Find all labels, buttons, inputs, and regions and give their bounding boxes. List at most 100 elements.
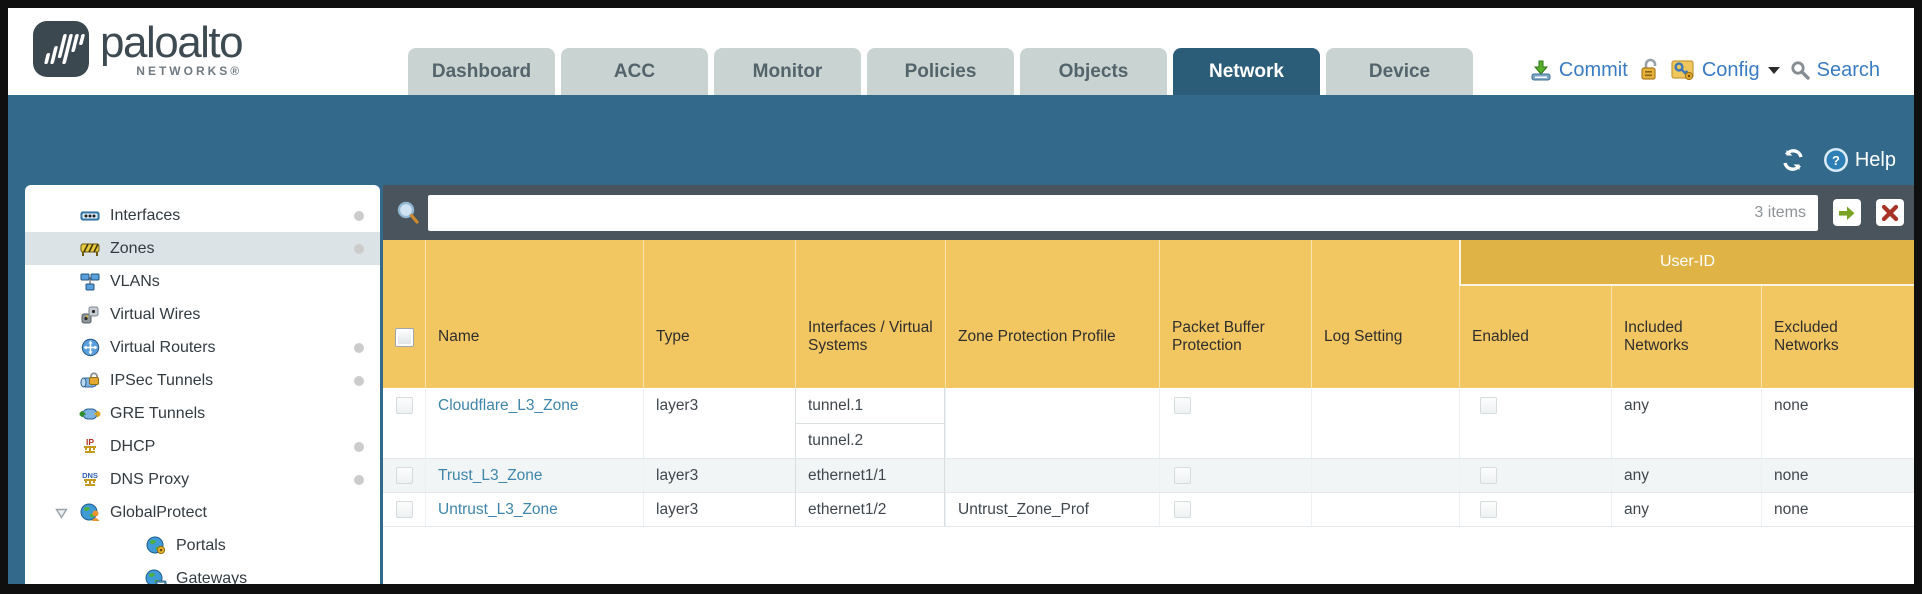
status-dot [354,343,364,353]
commit-icon [1531,60,1551,81]
items-count: 3 items [1754,203,1806,221]
sidebar-item-label: Zones [110,239,155,257]
user-id-enabled-checkbox[interactable] [1480,467,1497,484]
tab-dashboard[interactable]: Dashboard [408,48,555,95]
interface-entry: tunnel.1 [808,396,864,414]
apply-filter-button[interactable] [1833,199,1861,226]
sidebar-item-portals[interactable]: Portals [25,529,380,562]
interface-entry: tunnel.2 [796,423,944,458]
zone-type-cell: layer3 [643,388,795,458]
expand-triangle-icon[interactable] [55,506,68,524]
zones-table-body: Cloudflare_L3_Zone layer3 tunnel.1 tunnel.2… [383,388,1914,527]
interface-entry: ethernet1/2 [808,500,887,518]
tab-policies[interactable]: Policies [867,48,1014,95]
zone-name-cell: Trust_L3_Zone [425,459,643,492]
sidebar-item-label: Portals [176,536,226,554]
zone-name-cell: Untrust_L3_Zone [425,493,643,526]
commit-button[interactable]: Commit [1529,58,1628,82]
zone-protection-profile-cell [945,388,1159,458]
sidebar-item-virtual-routers[interactable]: Virtual Routers [25,331,380,364]
packet-buffer-protection-cell [1159,493,1311,526]
sidebar-item-virtual-wires[interactable]: Virtual Wires [25,298,380,331]
filter-toolbar: 3 items [383,185,1914,240]
clear-filter-button[interactable] [1876,199,1904,226]
filter-input-box: 3 items [428,194,1818,231]
lock-icon[interactable] [1637,58,1661,82]
go-arrow-icon [1839,206,1855,220]
user-id-enabled-checkbox[interactable] [1480,501,1497,518]
svg-text:DNS: DNS [82,471,98,480]
logo-wordmark: paloalto [100,18,244,67]
status-dot [354,244,364,254]
search-button[interactable]: Search [1789,59,1880,82]
log-setting-cell [1311,388,1459,458]
sidebar-item-interfaces[interactable]: Interfaces [25,199,380,232]
vlans-icon [79,272,101,292]
sidebar-item-gateways[interactable]: Gateways [25,562,380,584]
sidebar-item-vlans[interactable]: VLANs [25,265,380,298]
user-id-enabled-checkbox[interactable] [1480,397,1497,414]
help-button[interactable]: ? Help [1823,147,1896,173]
column-header-interfaces[interactable]: Interfaces / Virtual Systems [795,240,945,388]
column-header-name[interactable]: Name [425,240,643,388]
zone-name-link[interactable]: Untrust_L3_Zone [438,500,558,518]
select-all-checkbox[interactable] [394,327,414,347]
column-header-zone-protection-profile[interactable]: Zone Protection Profile [945,240,1159,388]
sidebar-item-ipsec-tunnels[interactable]: IPSec Tunnels [25,364,380,397]
sidebar-item-globalprotect[interactable]: GlobalProtect [25,496,380,529]
sidebar-item-gre-tunnels[interactable]: GRE Tunnels [25,397,380,430]
packet-buffer-checkbox[interactable] [1174,501,1191,518]
search-icon [1791,61,1810,80]
packet-buffer-checkbox[interactable] [1174,397,1191,414]
sidebar-item-label: Gateways [176,569,248,585]
utility-links: Commit Config [1529,58,1880,82]
row-checkbox[interactable] [395,501,413,518]
column-header-enabled[interactable]: Enabled [1459,286,1611,388]
row-checkbox[interactable] [395,467,413,484]
user-id-enabled-cell [1459,459,1611,492]
zone-name-link[interactable]: Cloudflare_L3_Zone [438,397,579,414]
log-setting-cell [1311,459,1459,492]
column-header-packet-buffer-protection[interactable]: Packet Buffer Protection [1159,240,1311,388]
clear-x-icon [1881,204,1899,221]
main-panel: 3 items User-ID [383,185,1914,584]
portals-icon [145,536,167,556]
row-checkbox[interactable] [395,397,413,414]
sidebar-item-zones[interactable]: Zones [25,232,380,265]
svg-text:?: ? [1832,153,1840,168]
excluded-networks-cell: none [1761,388,1914,458]
zone-name-link[interactable]: Trust_L3_Zone [438,466,543,484]
config-menu[interactable]: Config [1670,58,1780,82]
column-header-log-setting[interactable]: Log Setting [1311,240,1459,388]
tab-objects[interactable]: Objects [1020,48,1167,95]
column-header-type[interactable]: Type [643,240,795,388]
filter-input[interactable] [440,202,1755,223]
status-dot [354,442,364,452]
virtual-wires-icon [79,305,101,325]
tab-device[interactable]: Device [1326,48,1473,95]
zone-protection-profile-cell [945,459,1159,492]
packet-buffer-protection-cell [1159,459,1311,492]
tab-monitor[interactable]: Monitor [714,48,861,95]
tab-network[interactable]: Network [1173,48,1320,95]
sidebar-item-label: GRE Tunnels [110,404,206,422]
status-dot [354,475,364,485]
user-id-enabled-cell [1459,388,1611,458]
tab-acc[interactable]: ACC [561,48,708,95]
packet-buffer-checkbox[interactable] [1174,467,1191,484]
row-select-cell [383,459,425,492]
interface-entry: ethernet1/1 [808,466,887,484]
paloalto-logo: paloalto NETWORKS® [32,18,244,78]
refresh-icon[interactable] [1779,147,1807,173]
column-header-excluded-networks[interactable]: Excluded Networks [1761,286,1914,388]
ipsec-tunnels-icon [79,371,101,391]
column-header-included-networks[interactable]: Included Networks [1611,286,1761,388]
column-header-select[interactable] [383,240,425,388]
